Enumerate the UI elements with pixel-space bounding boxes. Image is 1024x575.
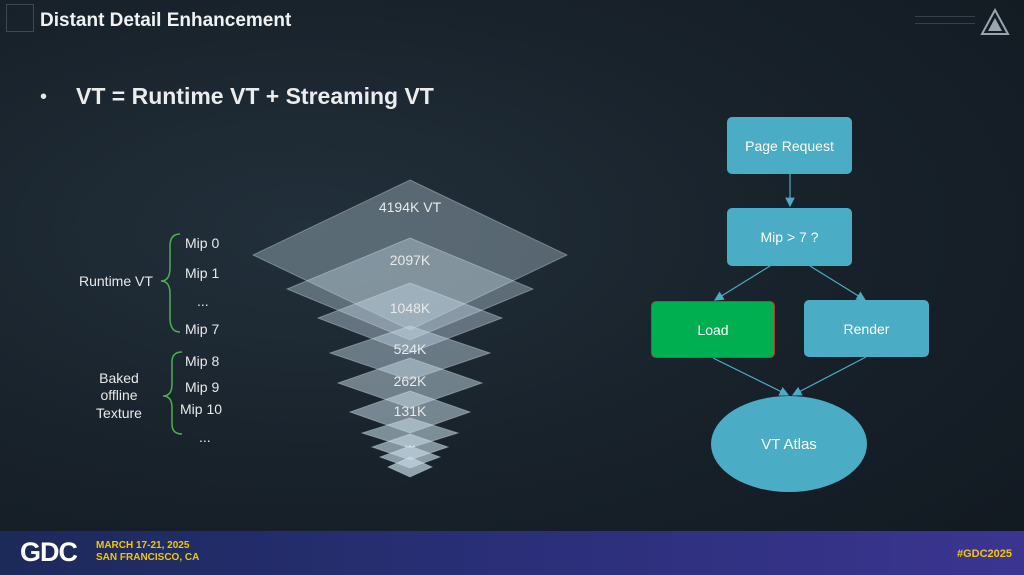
corner-decoration xyxy=(6,4,34,32)
slide-title: Distant Detail Enhancement xyxy=(40,10,292,31)
arrow-load-to-atlas xyxy=(712,357,790,396)
baked-texture-label-line: Texture xyxy=(96,405,142,421)
runtime-brace xyxy=(160,233,181,333)
event-date-line: MARCH 17-21, 2025 xyxy=(96,540,190,551)
event-footer: GDC MARCH 17-21, 2025 SAN FRANCISCO, CA … xyxy=(0,531,1024,575)
arrow-render-to-atlas xyxy=(791,356,867,396)
pyramid-layer xyxy=(285,237,535,341)
baked-texture-label-line: Baked xyxy=(99,370,139,386)
bullet-marker: • xyxy=(40,86,48,108)
pyramid-layer xyxy=(386,456,434,478)
load-box: Load xyxy=(651,301,775,358)
pyramid-layer xyxy=(251,179,569,331)
mip-label: Mip 8 xyxy=(185,353,220,369)
arrow-decision-to-load xyxy=(713,265,771,301)
event-location-line: SAN FRANCISCO, CA xyxy=(96,552,200,563)
gdc-logo: GDC xyxy=(20,537,78,567)
pyramid-label: 262K xyxy=(393,373,427,389)
pyramid-label: 4194K VT xyxy=(378,199,442,215)
pyramid-label: 524K xyxy=(393,341,427,357)
decision-box: Mip > 7 ? xyxy=(727,208,852,266)
pyramid-label: 1048K xyxy=(389,300,431,316)
runtime-vt-label: Runtime VT xyxy=(79,273,153,289)
mip-label: ... xyxy=(199,429,211,445)
vt-atlas-ellipse: VT Atlas xyxy=(711,396,867,492)
page-request-box: Page Request xyxy=(727,117,852,174)
mip-pyramid xyxy=(251,179,569,478)
header-decoration xyxy=(915,16,975,24)
baked-brace xyxy=(162,351,183,435)
event-date: MARCH 17-21, 2025 SAN FRANCISCO, CA xyxy=(96,540,199,564)
studio-logo-icon xyxy=(980,8,1010,35)
render-box: Render xyxy=(804,300,929,357)
pyramid-layer xyxy=(316,282,504,354)
pyramid-label: 2097K xyxy=(389,252,431,268)
mip-label: ... xyxy=(197,293,209,309)
mip-label: Mip 10 xyxy=(180,401,223,417)
bullet-text: VT = Runtime VT + Streaming VT xyxy=(76,83,434,109)
arrow-decision-to-render xyxy=(809,265,867,301)
mip-label: Mip 0 xyxy=(185,235,220,251)
baked-texture-label-line: offline xyxy=(100,387,138,403)
mip-label: Mip 9 xyxy=(185,379,220,395)
pyramid-label: ... xyxy=(404,434,416,450)
mip-label: Mip 1 xyxy=(185,265,220,281)
mip-label: Mip 7 xyxy=(185,321,220,337)
event-hashtag: #GDC2025 xyxy=(956,548,1012,560)
pyramid-label: 131K xyxy=(393,403,427,419)
